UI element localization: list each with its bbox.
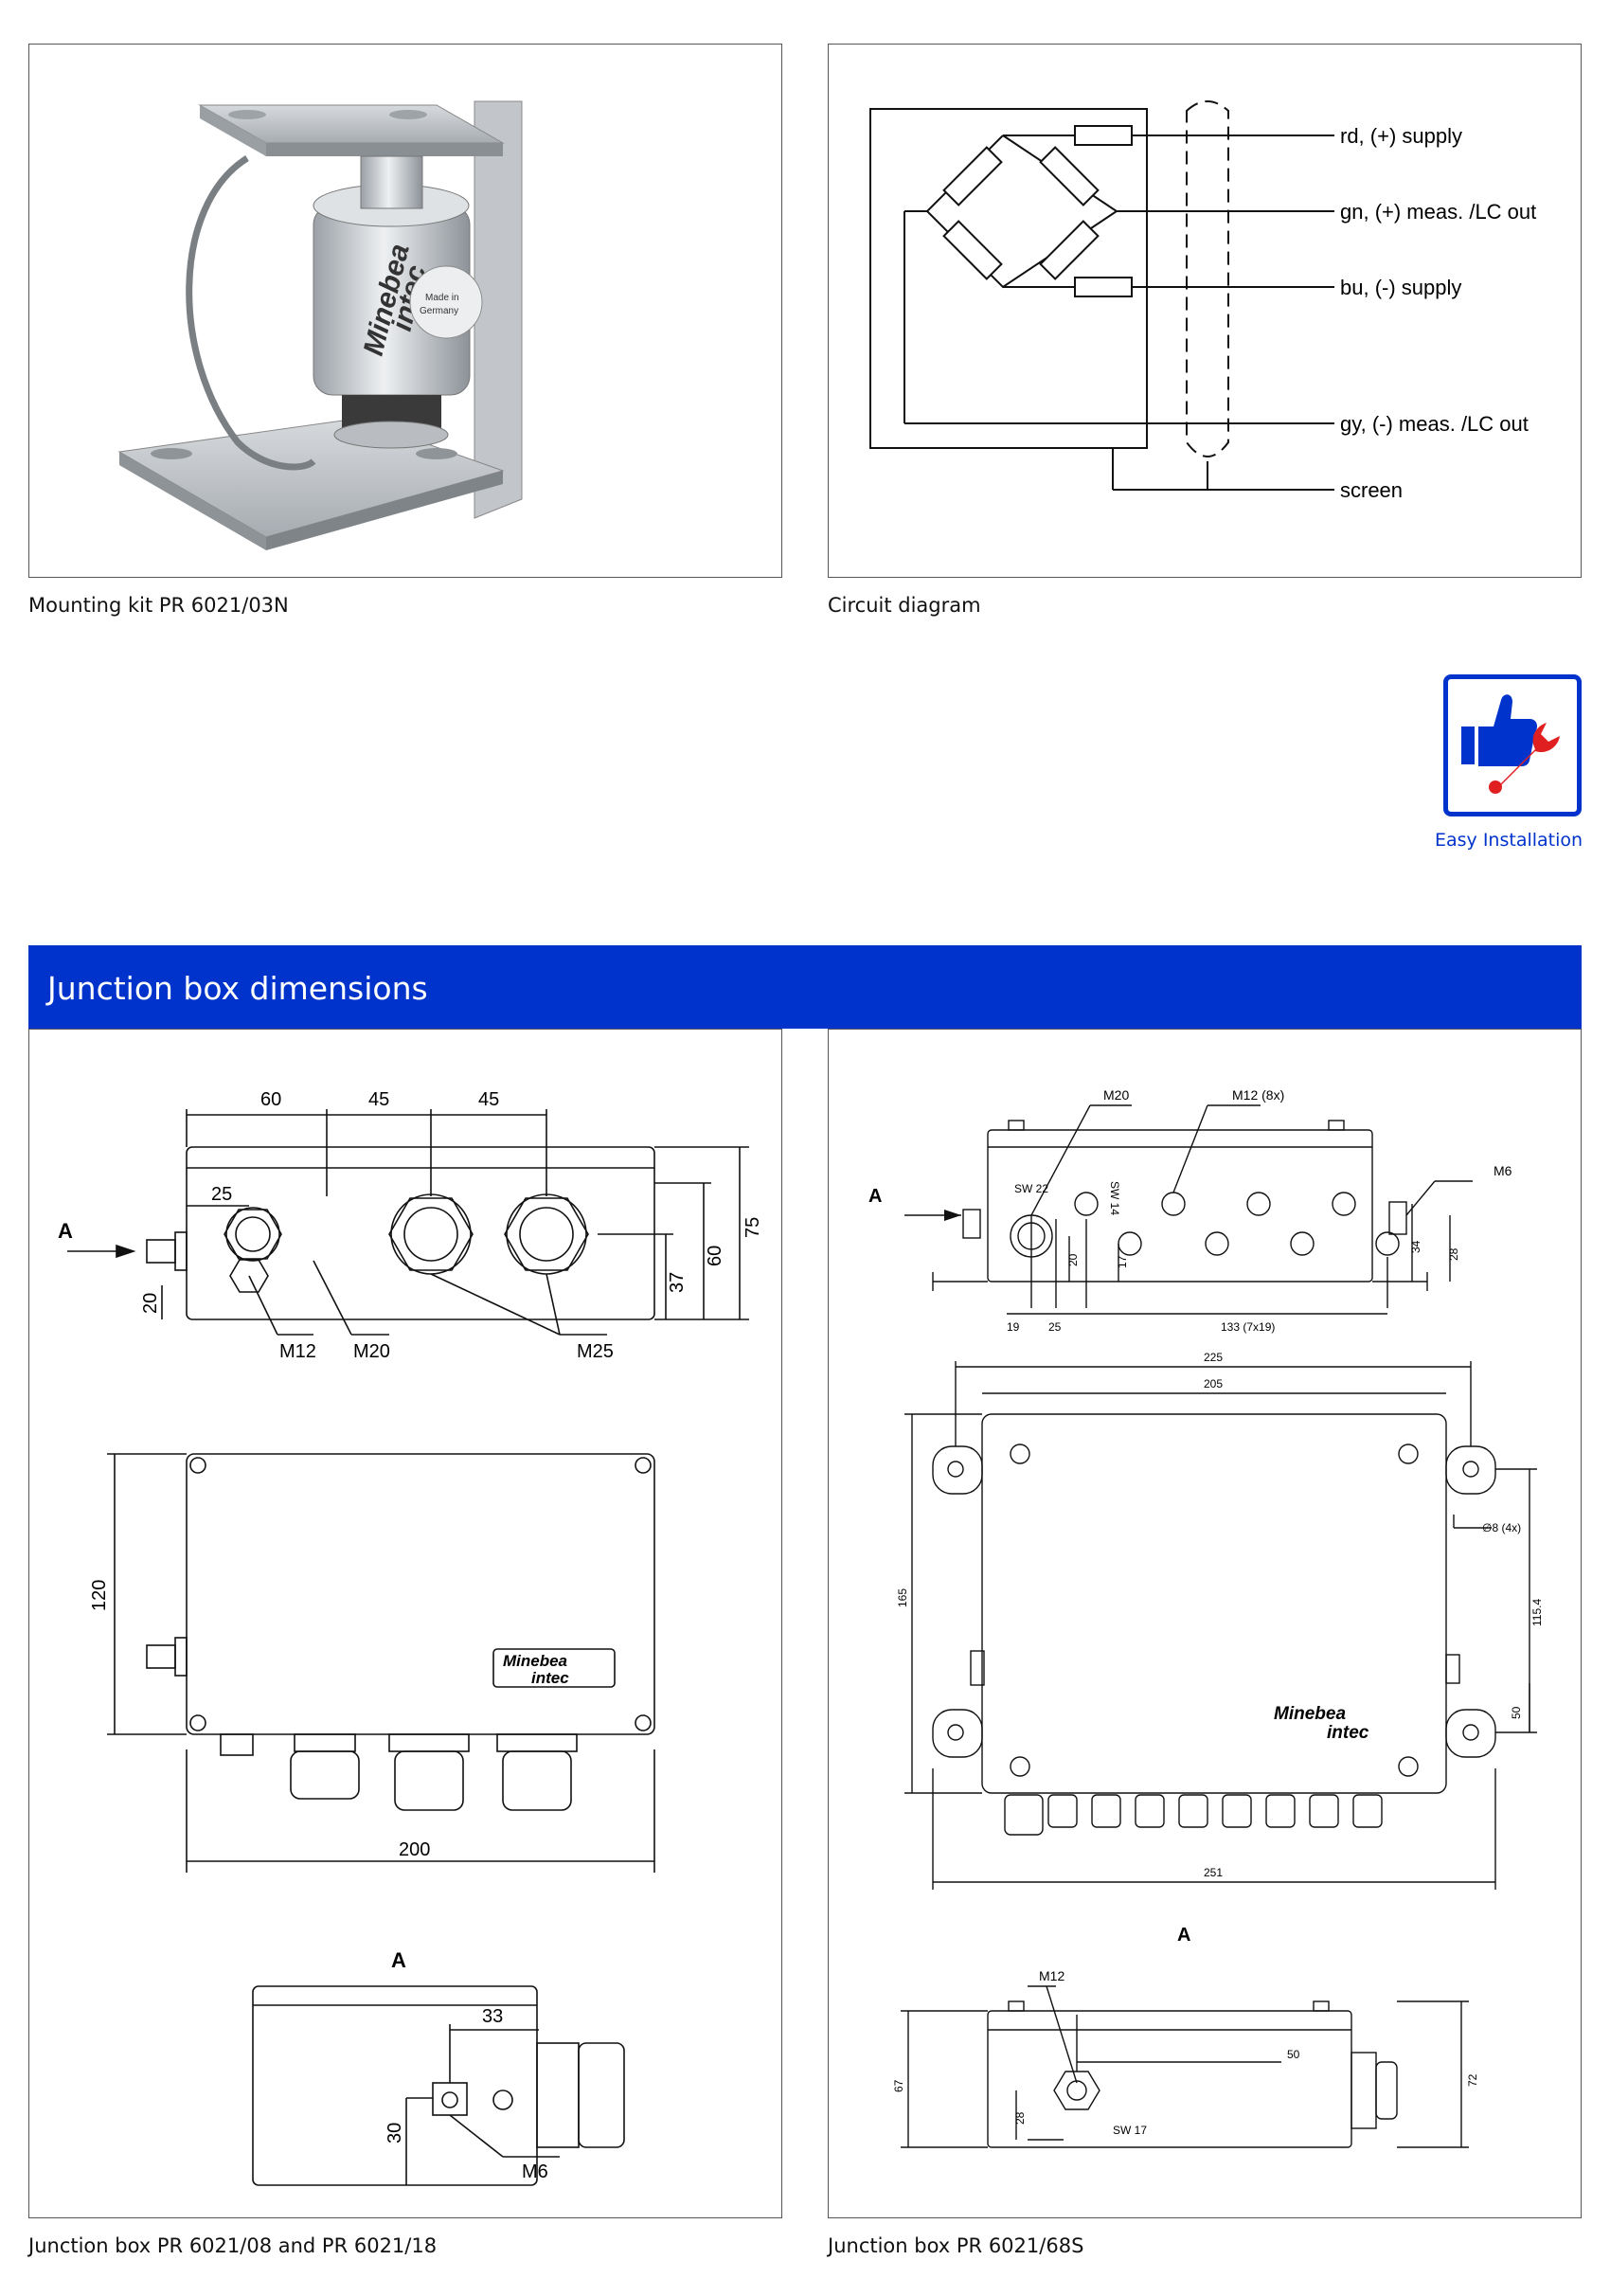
wire-label-gy: gy, (-) meas. /LC out: [1340, 412, 1529, 436]
right-junction-box-drawing: M20 M12 (8x) A SW 22 SW 14 M6 20 17 34 2…: [868, 1087, 1544, 2148]
dim-25: 25: [211, 1184, 232, 1205]
dim-17: 17: [1116, 1255, 1129, 1268]
label-m6: M6: [522, 2161, 548, 2182]
dim-top-60: 60: [260, 1089, 281, 1110]
section-header-band: Junction box dimensions: [28, 945, 1582, 1029]
dim-25-right: 25: [1048, 1320, 1062, 1334]
dim-205: 205: [1204, 1377, 1223, 1390]
box-brand-line2: intec: [531, 1669, 569, 1687]
dim-75: 75: [742, 1217, 763, 1238]
dim-120: 120: [89, 1580, 110, 1611]
right-drawing-frame: M20 M12 (8x) A SW 22 SW 14 M6 20 17 34 2…: [828, 1029, 1582, 2218]
dim-72: 72: [1466, 2073, 1479, 2087]
dim-50b: 50: [1287, 2048, 1300, 2061]
product-photo-frame: Minebea intec Made in Germany: [28, 44, 782, 578]
view-a-title: A: [391, 1948, 406, 1972]
wire-label-rd: rd, (+) supply: [1340, 124, 1462, 148]
label-dia8: ∅8 (4x): [1482, 1521, 1521, 1534]
dim-50: 50: [1510, 1706, 1523, 1719]
right-drawing-caption: Junction box PR 6021/68S: [828, 2234, 1084, 2257]
easy-installation-badge: [1443, 674, 1582, 816]
label-sw17: SW 17: [1113, 2124, 1147, 2137]
wire-label-gn: gn, (+) meas. /LC out: [1340, 200, 1536, 224]
dim-165: 165: [896, 1588, 909, 1607]
wire-label-screen: screen: [1340, 478, 1403, 502]
label-m20: M20: [1103, 1087, 1129, 1103]
box-brand-line1-right: Minebea: [1274, 1704, 1346, 1724]
dim-20-right: 20: [1066, 1253, 1080, 1266]
photo-plate-line2: Germany: [420, 306, 458, 316]
photo-plate-line1: Made in: [425, 293, 459, 303]
dim-19: 19: [1007, 1320, 1020, 1334]
gland-m25: M25: [577, 1341, 614, 1362]
view-a-marker-right: A: [868, 1186, 882, 1207]
view-a-marker: A: [58, 1219, 73, 1243]
dim-115-4: 115.4: [1530, 1599, 1544, 1626]
label-m12-8x: M12 (8x): [1232, 1087, 1284, 1103]
label-m12: M12: [1039, 1968, 1064, 1983]
dim-200: 200: [399, 1839, 430, 1860]
gland-m20: M20: [353, 1341, 390, 1362]
circuit-diagram: rd, (+) supply gn, (+) meas. /LC out bu,…: [869, 100, 1536, 502]
easy-installation-label: Easy Installation: [1435, 830, 1583, 851]
wire-label-bu: bu, (-) supply: [1340, 276, 1461, 299]
dim-67: 67: [892, 2079, 905, 2092]
gland-m12: M12: [279, 1341, 316, 1362]
dim-20: 20: [140, 1293, 161, 1314]
dim-top-45a: 45: [368, 1089, 389, 1110]
dim-251: 251: [1204, 1866, 1223, 1879]
circuit-caption: Circuit diagram: [828, 594, 981, 617]
dim-33: 33: [482, 2006, 503, 2027]
dim-30: 30: [385, 2123, 405, 2144]
left-junction-box-drawing: 60 45 45 25 20 37 60 75 A M12 M20 M25 12…: [58, 1089, 763, 2186]
label-m6-right: M6: [1494, 1163, 1512, 1178]
dim-225: 225: [1204, 1351, 1223, 1364]
view-a-title-right: A: [1177, 1925, 1190, 1946]
dim-37: 37: [667, 1272, 688, 1293]
left-drawing-frame: 60 45 45 25 20 37 60 75 A M12 M20 M25 12…: [28, 1029, 782, 2218]
dim-60: 60: [705, 1246, 725, 1266]
box-brand-line1: Minebea: [503, 1652, 567, 1670]
dim-28: 28: [1447, 1247, 1460, 1261]
dim-133: 133 (7x19): [1221, 1320, 1275, 1334]
label-sw14: SW 14: [1108, 1181, 1121, 1215]
thumbs-up-wrench-icon: [1461, 694, 1560, 794]
dim-34: 34: [1409, 1240, 1422, 1253]
dim-28b: 28: [1013, 2111, 1027, 2125]
left-drawing-caption: Junction box PR 6021/08 and PR 6021/18: [28, 2234, 438, 2257]
dim-top-45b: 45: [478, 1089, 499, 1110]
circuit-diagram-frame: rd, (+) supply gn, (+) meas. /LC out bu,…: [828, 44, 1582, 578]
mounting-kit-photo: Minebea intec Made in Germany: [117, 100, 523, 550]
box-brand-line2-right: intec: [1327, 1723, 1369, 1743]
mounting-kit-caption: Mounting kit PR 6021/03N: [28, 594, 289, 617]
section-title: Junction box dimensions: [47, 970, 428, 1007]
label-sw22: SW 22: [1014, 1182, 1048, 1195]
